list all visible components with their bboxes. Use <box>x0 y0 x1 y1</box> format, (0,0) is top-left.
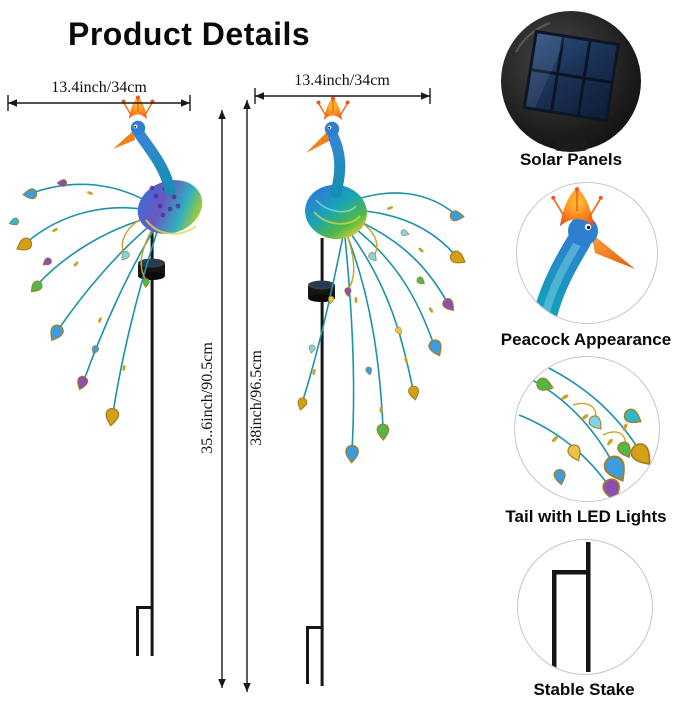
right-width-label: 13.4inch/34cm <box>294 72 390 89</box>
right-head <box>324 121 340 137</box>
right-wing-edge-2 <box>313 211 361 225</box>
right-beak <box>306 132 329 153</box>
left-width-label: 13.4inch/34cm <box>51 79 147 96</box>
dimension-right-width: 13.4inch/34cm <box>254 72 431 104</box>
right-solar-panel <box>308 280 335 302</box>
left-pupil <box>134 125 137 128</box>
callout-solar-panels <box>500 10 642 152</box>
closeup-head <box>568 216 598 246</box>
closeup-crest <box>551 187 603 227</box>
right-neck <box>326 128 346 198</box>
page-title: Product Details <box>68 16 311 52</box>
callout-tail-led-lights <box>514 356 660 502</box>
right-tail <box>295 192 469 464</box>
left-neck <box>132 126 176 196</box>
callout-stable-stake <box>517 539 653 675</box>
left-wing-edge <box>145 219 197 235</box>
left-beak <box>113 131 135 149</box>
callout-label-peacock-appearance: Peacock Appearance <box>500 330 672 349</box>
right-peacock-figure <box>295 96 469 686</box>
left-peacock-figure <box>7 95 203 656</box>
right-crest <box>316 96 350 120</box>
left-height-label: 35..6inch/90.5cm <box>199 342 216 454</box>
left-stake <box>136 230 154 656</box>
left-head <box>130 120 146 136</box>
solar-panel-closeup <box>501 11 641 152</box>
dimension-left-width: 13.4inch/34cm <box>7 79 191 111</box>
right-body <box>305 184 367 240</box>
closeup-beak <box>591 233 635 269</box>
callout-label-solar-panels: Solar Panels <box>519 150 623 169</box>
callout-label-tail-led-lights: Tail with LED Lights <box>505 507 667 526</box>
peacock-head-closeup <box>533 187 635 323</box>
tail-closeup <box>518 364 658 501</box>
stake-closeup <box>552 542 591 672</box>
callout-label-stable-stake: Stable Stake <box>533 680 635 699</box>
dimension-left-height: 35..6inch/90.5cm <box>199 110 226 688</box>
right-pupil <box>328 126 331 129</box>
right-height-label: 38inch/96.5cm <box>248 350 265 446</box>
closeup-pupil <box>586 225 591 230</box>
left-tail-gems <box>7 179 150 428</box>
left-crest <box>121 95 155 119</box>
dimension-right-height: 38inch/96.5cm <box>243 100 265 692</box>
left-tail <box>7 179 158 428</box>
solar-cell-grid <box>522 29 621 123</box>
right-stake <box>306 238 324 686</box>
callout-peacock-appearance <box>516 182 658 324</box>
right-wing-edge <box>315 199 357 213</box>
